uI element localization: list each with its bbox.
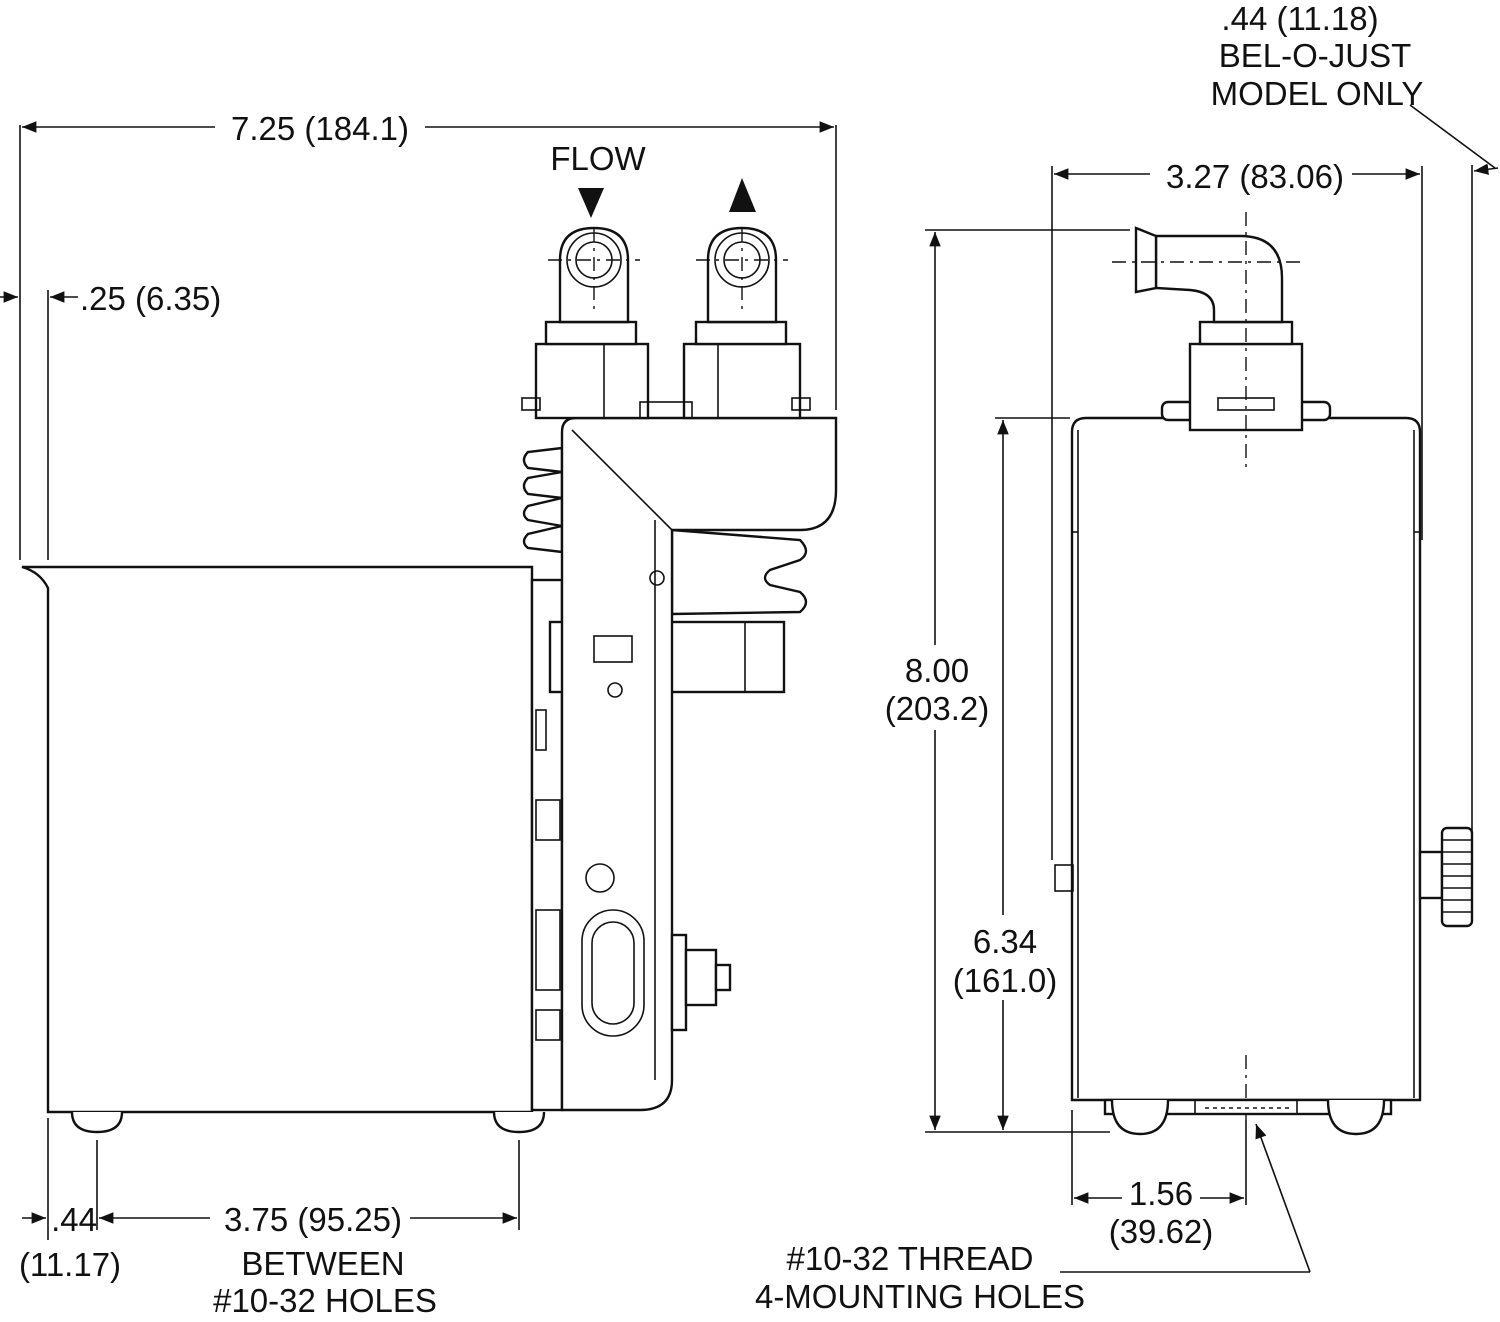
bracket-hole-1 bbox=[649, 570, 665, 586]
hole-spacing-note-2: #10-32 HOLES bbox=[213, 1282, 437, 1319]
pump-head-tab-left bbox=[521, 397, 541, 411]
flow-label: FLOW bbox=[550, 140, 646, 177]
bolt-washer bbox=[670, 933, 688, 1032]
side-bracket bbox=[560, 416, 838, 1112]
pump-head-right bbox=[682, 342, 802, 420]
side-view: 7.25 (184.1) .25 (6.35) FLOW bbox=[0, 110, 838, 1319]
overall-height-mm: (203.2) bbox=[885, 690, 990, 727]
bellows-right bbox=[670, 528, 808, 616]
belojust-arrow bbox=[1473, 163, 1499, 175]
body-height-mm: (161.0) bbox=[953, 962, 1058, 999]
front-elbow-barb bbox=[1134, 226, 1158, 294]
belojust-note-2: MODEL ONLY bbox=[1211, 75, 1424, 112]
strip-tab-3 bbox=[535, 909, 561, 991]
belojust-note-1: BEL-O-JUST bbox=[1219, 37, 1412, 74]
bellows-left bbox=[522, 446, 564, 554]
pump-head-tab-right bbox=[791, 397, 811, 411]
overall-width-label: 7.25 (184.1) bbox=[231, 110, 409, 147]
belojust-offset-label: .44 (11.18) bbox=[1221, 0, 1378, 37]
hole-spacing-note-1: BETWEEN bbox=[241, 1245, 404, 1282]
strip-tab-4 bbox=[535, 1009, 561, 1041]
mounting-slot bbox=[581, 909, 645, 1037]
front-view: .44 (11.18) BEL-O-JUST MODEL ONLY 3.27 (… bbox=[755, 0, 1499, 1315]
bracket-hole-2 bbox=[607, 682, 623, 698]
bracket-hole-3 bbox=[585, 863, 615, 893]
side-main-box bbox=[21, 565, 534, 1114]
port-nut-left bbox=[544, 320, 638, 346]
front-foot-left bbox=[1110, 1099, 1170, 1136]
pump-head-bridge bbox=[639, 401, 693, 419]
thread-note-1: #10-32 THREAD bbox=[786, 1240, 1033, 1277]
center-offset-inch: 1.56 bbox=[1129, 1175, 1193, 1212]
edge-offset-mm: (11.17) bbox=[19, 1246, 121, 1283]
strip-tab-2 bbox=[535, 799, 561, 841]
side-foot-right bbox=[492, 1111, 546, 1134]
side-foot-left bbox=[70, 1111, 124, 1134]
flow-in-arrow-icon bbox=[578, 188, 604, 218]
thread-note-2: 4-MOUNTING HOLES bbox=[755, 1278, 1085, 1315]
overall-height-inch: 8.00 bbox=[905, 652, 969, 689]
strip-tab-1 bbox=[535, 709, 547, 751]
front-elbow-fitting bbox=[1154, 234, 1284, 324]
front-base-plate bbox=[1103, 1098, 1393, 1116]
port-nut-right bbox=[694, 320, 788, 346]
front-left-tab bbox=[1054, 864, 1074, 892]
hole-spacing-label: 3.75 (95.25) bbox=[224, 1201, 402, 1238]
pump-head-left bbox=[534, 342, 650, 420]
flow-out-arrow-icon bbox=[729, 178, 756, 212]
knob-knurling bbox=[1442, 839, 1472, 913]
edge-offset-inch: .44 bbox=[51, 1201, 97, 1238]
front-width-label: 3.27 (83.06) bbox=[1166, 158, 1344, 195]
front-foot-right bbox=[1326, 1099, 1386, 1136]
bracket-label-plate bbox=[593, 635, 633, 663]
center-offset-mm: (39.62) bbox=[1109, 1213, 1214, 1250]
thread-leader bbox=[1255, 1123, 1311, 1273]
belojust-leader bbox=[1409, 104, 1496, 169]
mounting-slot-inner bbox=[591, 921, 635, 1025]
nut bbox=[684, 948, 718, 1007]
front-housing bbox=[1070, 416, 1422, 1102]
knob-shaft bbox=[1418, 850, 1444, 900]
bolt-end bbox=[714, 963, 732, 992]
body-height-inch: 6.34 bbox=[973, 923, 1037, 960]
offset-top-label: .25 (6.35) bbox=[80, 280, 221, 317]
bracket-diagonal bbox=[571, 429, 673, 531]
